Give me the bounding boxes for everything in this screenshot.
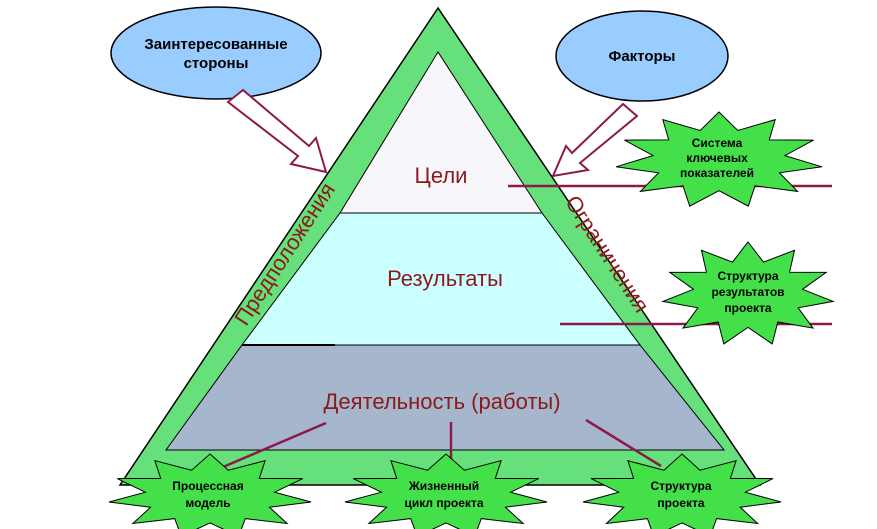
results-structure-line2: результатов bbox=[711, 285, 784, 299]
factors-bubble bbox=[555, 10, 729, 102]
results-structure-star bbox=[661, 241, 835, 345]
stars-group bbox=[108, 111, 835, 529]
process-model-connector bbox=[222, 421, 327, 469]
factors-arrow bbox=[551, 102, 639, 178]
kpi-line1: Система bbox=[692, 136, 743, 150]
stakeholders-arrow bbox=[226, 88, 328, 174]
goals-label: Цели bbox=[415, 163, 468, 188]
activity-label: Деятельность (работы) bbox=[323, 389, 560, 414]
life-cycle-star bbox=[344, 453, 548, 529]
project-structure-line1: Структура bbox=[650, 479, 711, 493]
results-structure-line1: Структура bbox=[717, 269, 778, 283]
results-structure-line3: проекта bbox=[724, 301, 771, 315]
kpi-line3: показателей bbox=[680, 166, 754, 180]
stakeholders-line1: Заинтересованные bbox=[144, 36, 287, 53]
stakeholders-bubble bbox=[110, 6, 322, 100]
kpi-line2: ключевых bbox=[686, 151, 748, 165]
project-structure-connector bbox=[585, 418, 662, 468]
stakeholders-line2: стороны bbox=[184, 55, 249, 72]
activity-level bbox=[165, 344, 726, 451]
results-label: Результаты bbox=[387, 266, 503, 291]
process-model-line2: модель bbox=[185, 496, 230, 510]
kpi-star bbox=[615, 111, 823, 207]
project-structure-line2: проекта bbox=[657, 496, 704, 510]
life-cycle-line2: цикл проекта bbox=[404, 496, 483, 510]
life-cycle-line1: Жизненный bbox=[408, 479, 479, 493]
factors-label: Факторы bbox=[609, 48, 676, 65]
process-model-line1: Процессная bbox=[172, 479, 243, 493]
process-model-star bbox=[108, 453, 312, 529]
project-structure-star bbox=[582, 453, 782, 529]
